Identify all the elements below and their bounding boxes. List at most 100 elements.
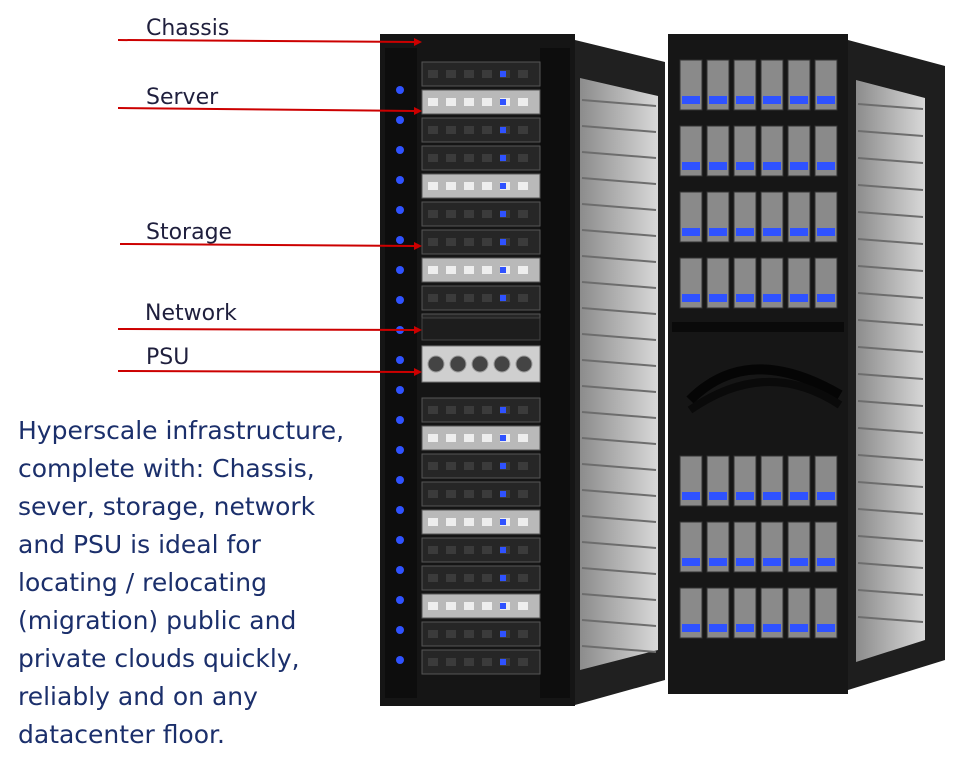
server-bay (421, 537, 541, 563)
status-led (396, 116, 404, 124)
rear-module (679, 59, 703, 111)
network-label: Network (145, 301, 237, 326)
rear-module (814, 59, 838, 111)
rear-module (733, 191, 757, 243)
rear-module (706, 125, 730, 177)
status-led (396, 146, 404, 154)
rear-module (679, 455, 703, 507)
rear-module (814, 125, 838, 177)
rear-module (733, 455, 757, 507)
status-led (396, 176, 404, 184)
status-led (396, 296, 404, 304)
rear-module (814, 521, 838, 573)
status-led (396, 206, 404, 214)
status-led (396, 266, 404, 274)
server-bay (421, 117, 541, 143)
status-led (396, 386, 404, 394)
server-bay (421, 285, 541, 311)
rear-module (760, 59, 784, 111)
rear-module (706, 521, 730, 573)
server-bay (421, 593, 541, 619)
rear-module (814, 191, 838, 243)
rear-rack (668, 34, 945, 694)
server-bay (421, 565, 541, 591)
status-led (396, 476, 404, 484)
rear-module (679, 521, 703, 573)
rear-module (760, 257, 784, 309)
rear-module (706, 59, 730, 111)
fan-icon (493, 355, 511, 373)
server-bay (421, 61, 541, 87)
server-bay (421, 453, 541, 479)
network-switch (421, 317, 541, 341)
server-bay (421, 621, 541, 647)
status-led (396, 446, 404, 454)
server-bay (421, 145, 541, 171)
fan-icon (449, 355, 467, 373)
status-led (396, 86, 404, 94)
storage-label: Storage (146, 220, 233, 245)
rear-module (733, 125, 757, 177)
status-led (396, 236, 404, 244)
server-bay (421, 173, 541, 199)
status-led (396, 596, 404, 604)
fan-icon (427, 355, 445, 373)
server-label: Server (146, 85, 219, 110)
psu-label: PSU (146, 345, 190, 370)
rear-module (706, 455, 730, 507)
rear-module (733, 257, 757, 309)
status-led (396, 506, 404, 514)
storage-arrow (119, 243, 415, 247)
cable-bundle (686, 364, 843, 404)
rear-module (733, 587, 757, 639)
rear-module (760, 455, 784, 507)
front-rack (380, 34, 665, 706)
server-bay (421, 229, 541, 255)
rear-module (787, 191, 811, 243)
rear-module (787, 455, 811, 507)
rear-module (787, 59, 811, 111)
status-led (396, 566, 404, 574)
rear-module (679, 587, 703, 639)
rear-module (787, 125, 811, 177)
network-arrow (117, 328, 415, 331)
rear-module (760, 521, 784, 573)
rear-module (760, 587, 784, 639)
chassis-arrow (117, 39, 415, 43)
rear-module (814, 455, 838, 507)
status-led (396, 656, 404, 664)
server-bay (421, 397, 541, 423)
chassis-label: Chassis (146, 16, 230, 41)
status-led (396, 536, 404, 544)
rear-module (706, 191, 730, 243)
rear-module (679, 257, 703, 309)
psu-unit (421, 345, 541, 383)
status-led (396, 626, 404, 634)
server-bay (421, 201, 541, 227)
rear-module (706, 257, 730, 309)
server-bay (421, 89, 541, 115)
rear-module (814, 257, 838, 309)
description-text: Hyperscale infrastructure, complete with… (18, 416, 345, 749)
fan-icon (515, 355, 533, 373)
fan-icon (471, 355, 489, 373)
rear-module (679, 125, 703, 177)
rear-module (787, 521, 811, 573)
rear-module (814, 587, 838, 639)
rear-module (706, 587, 730, 639)
server-bay (421, 509, 541, 535)
server-bay (421, 649, 541, 675)
psu-arrow (117, 370, 415, 373)
rear-module (760, 191, 784, 243)
server-bay (421, 257, 541, 283)
callout-arrows (117, 38, 422, 376)
rear-module (733, 521, 757, 573)
rear-module (733, 59, 757, 111)
status-led (396, 416, 404, 424)
rear-module (760, 125, 784, 177)
server-arrow (117, 107, 415, 112)
status-led (396, 356, 404, 364)
rear-module (787, 257, 811, 309)
server-bay (421, 425, 541, 451)
